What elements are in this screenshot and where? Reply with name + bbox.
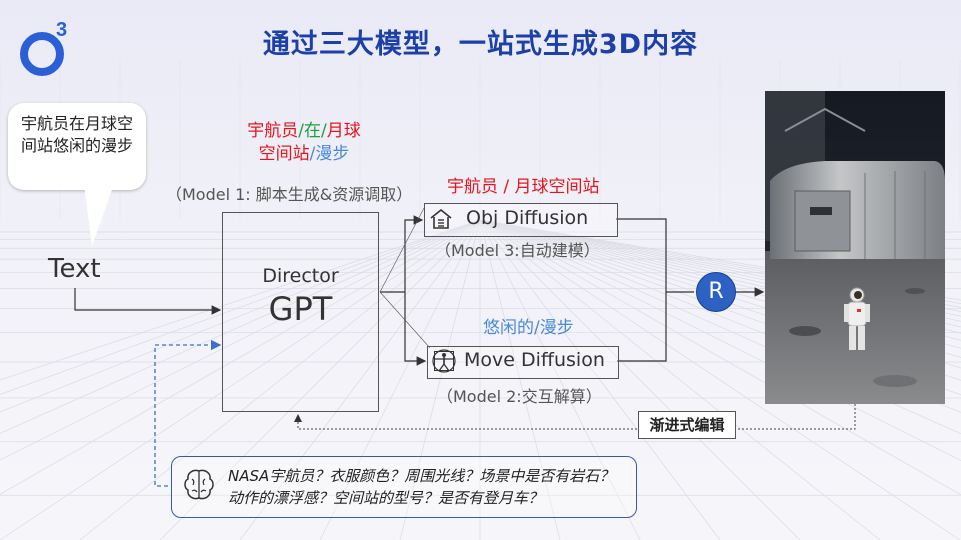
bubble-tail xyxy=(84,184,114,246)
speech-bubble xyxy=(8,103,146,190)
questions-text: NASA宇航员？衣服颜色？周围光线？场景中是否有岩石？ 动作的漂浮感？空间站的型… xyxy=(228,467,615,507)
move-diffusion-label: Move Diffusion xyxy=(464,349,605,371)
vitruvian-icon xyxy=(432,349,456,373)
move-diffusion-box xyxy=(427,346,619,379)
text-input-label: Text xyxy=(48,254,101,284)
plan-astronaut: 宇航员 xyxy=(247,121,299,141)
director-gpt: GPT xyxy=(268,290,333,328)
obj-to-render-line xyxy=(616,218,694,293)
output-scene-image xyxy=(765,91,945,404)
plan-walk: 漫步 xyxy=(315,144,350,164)
to-move-line xyxy=(404,292,427,366)
model-1-label: （Model 1: 脚本生成&资源调取） xyxy=(166,185,413,204)
model-3-label: （Model 3:自动建模） xyxy=(435,241,600,260)
text-to-director-line xyxy=(74,288,222,315)
plan-at: 在 xyxy=(304,121,321,141)
obj-diffusion-box xyxy=(424,203,618,237)
script-plan: 宇航员/在/月球 空间站/漫步 xyxy=(247,121,361,164)
logo-sup: 3 xyxy=(56,19,67,41)
questions-box xyxy=(171,456,637,518)
move-tag: 悠闲的/漫步 xyxy=(483,318,574,338)
plan-station: 空间站 xyxy=(258,144,310,164)
progressive-edit-label: 渐进式编辑 xyxy=(638,411,736,439)
logo-icon: 3 xyxy=(20,19,67,76)
render-node: R xyxy=(696,272,736,312)
obj-tag: 宇航员 / 月球空间站 xyxy=(447,177,600,197)
to-obj-line xyxy=(404,215,424,292)
progressive-loop-line xyxy=(735,404,856,430)
move-to-render-line xyxy=(617,292,667,362)
plan-moon: 月球 xyxy=(326,121,361,141)
director-name: Director xyxy=(262,265,339,287)
obj-diffusion-label: Obj Diffusion xyxy=(466,207,589,229)
bubble-text: 宇航员在月球空间站悠闲的漫步 xyxy=(20,114,133,155)
page-title: 通过三大模型，一站式生成3D内容 xyxy=(262,29,699,60)
brain-icon xyxy=(184,469,214,500)
director-box xyxy=(222,212,379,412)
house-icon xyxy=(430,208,452,229)
model-2-label: （Model 2:交互解算） xyxy=(437,387,602,406)
